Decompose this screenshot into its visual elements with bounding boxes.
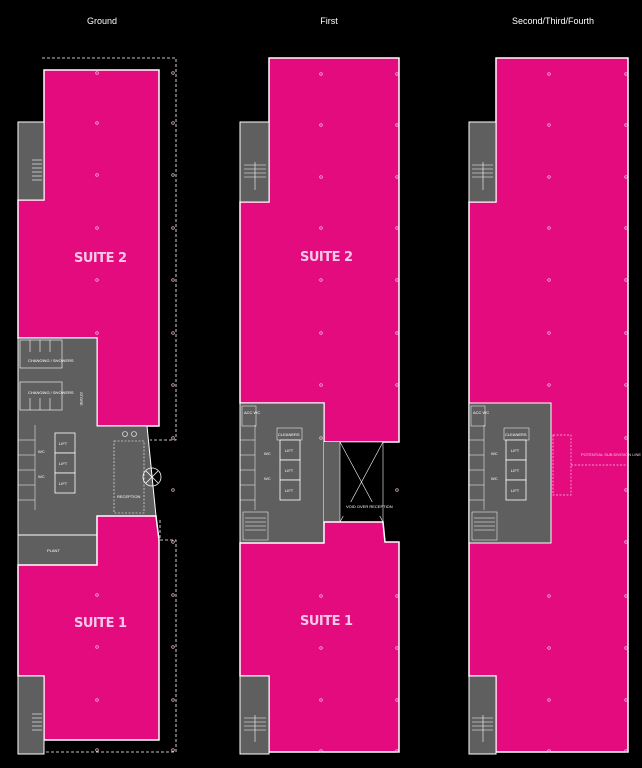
first-wc-1-label: WC <box>264 451 271 456</box>
ground-lift-3-label: LIFT <box>59 481 68 486</box>
ground-wc-1-label: WC <box>38 449 45 454</box>
ground-reception-label: RECEPTION <box>117 494 140 499</box>
upper-wc-2-label: WC <box>491 476 498 481</box>
floor-title-first: First <box>320 16 338 26</box>
upper-cleaners-label: CLEANERS <box>505 432 527 437</box>
first-acc-wc-label: ACC WC <box>244 410 260 415</box>
floor-title-ground: Ground <box>86 16 118 26</box>
upper-lift-2-label: LIFT <box>511 468 520 473</box>
upper-floor-plan: ACC WC CLEANERS LIFT LIFT LIFT WC WC POT… <box>468 57 641 755</box>
ground-lift-1-label: LIFT <box>59 441 68 446</box>
revolving-door-icon <box>142 467 162 487</box>
subdivision-line <box>552 434 628 496</box>
first-lift-2-label: LIFT <box>285 468 294 473</box>
first-cleaners-label: CLEANERS <box>278 432 300 437</box>
upper-lift-1-label: LIFT <box>511 448 520 453</box>
first-void <box>339 441 384 523</box>
first-floor-plan: VOID OVER RECEPTION ACC WC CLEANERS LIFT… <box>239 57 400 755</box>
ground-store-label: STORE <box>79 392 84 406</box>
ground-floor-plan: CHANGING / SHOWERS CHANGING / SHOWERS ST… <box>17 57 177 755</box>
ground-changing-2-label: CHANGING / SHOWERS <box>28 390 74 395</box>
ground-changing-1-label: CHANGING / SHOWERS <box>28 358 74 363</box>
ground-wc-2-label: WC <box>38 474 45 479</box>
upper-subdivision-label: POTENTIAL SUB DIVISION LINE <box>581 452 641 457</box>
first-suite-1-label: SUITE 1 <box>300 614 353 629</box>
first-wc-2-label: WC <box>264 476 271 481</box>
upper-acc-wc-label: ACC WC <box>473 410 489 415</box>
first-lift-3-label: LIFT <box>285 488 294 493</box>
ground-lift-2-label: LIFT <box>59 461 68 466</box>
first-lift-1-label: LIFT <box>285 448 294 453</box>
first-void-label: VOID OVER RECEPTION <box>346 504 393 509</box>
first-suite-2-label: SUITE 2 <box>300 250 353 265</box>
upper-lift-3-label: LIFT <box>511 488 520 493</box>
ground-suite-1-label: SUITE 1 <box>74 616 127 631</box>
ground-plant-label: PLANT <box>47 548 60 553</box>
ground-suite-2-label: SUITE 2 <box>74 251 127 266</box>
upper-wc-1-label: WC <box>491 451 498 456</box>
floor-title-upper: Second/Third/Fourth <box>511 16 595 26</box>
